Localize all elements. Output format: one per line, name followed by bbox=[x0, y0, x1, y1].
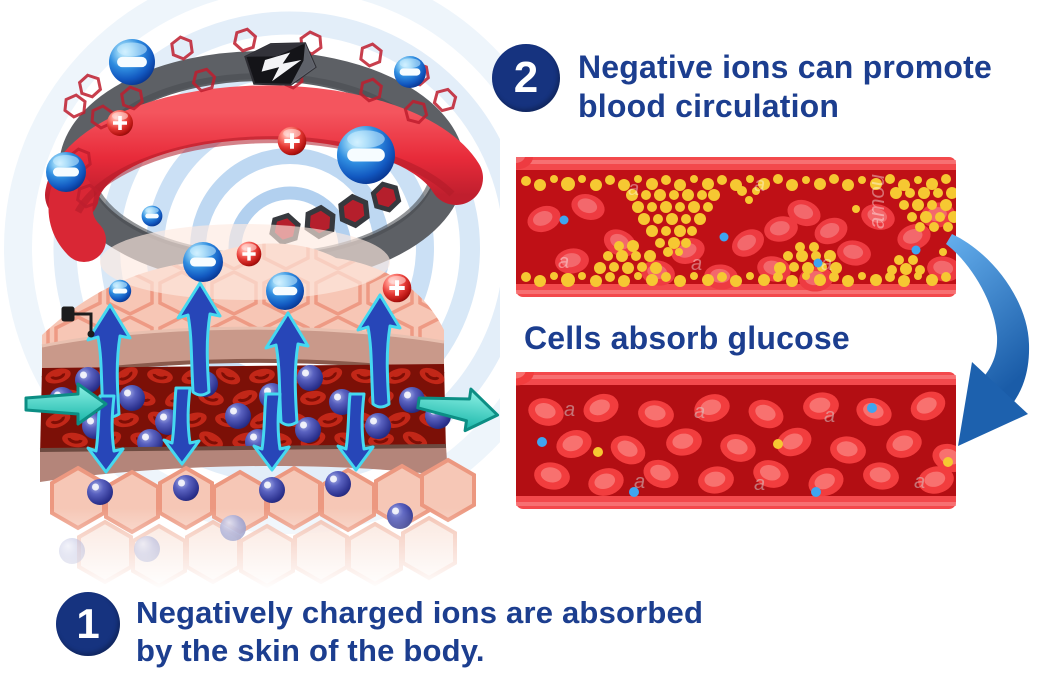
svg-text:a: a bbox=[914, 471, 925, 493]
ion-absorption-illustration bbox=[4, 0, 500, 590]
red-blood-cells bbox=[516, 157, 956, 293]
positive-ion-icon bbox=[107, 110, 133, 136]
blood-flow-out-arrow-icon bbox=[416, 387, 500, 433]
svg-text:a: a bbox=[691, 253, 702, 275]
bolt-charm-icon bbox=[244, 42, 317, 86]
step-1: 1 Negatively charged ions are absorbed b… bbox=[56, 592, 703, 670]
negative-ion-icon bbox=[394, 56, 426, 88]
red-band bbox=[45, 85, 483, 222]
vessel-caption: Cells absorb glucose bbox=[524, 320, 850, 356]
negative-ion-icon bbox=[109, 39, 155, 85]
watermark-letters: a a a a a amou bbox=[558, 174, 889, 275]
svg-text:a: a bbox=[628, 178, 639, 200]
svg-text:a: a bbox=[824, 405, 835, 427]
svg-text:a: a bbox=[754, 473, 765, 495]
glucose-particles bbox=[593, 439, 953, 467]
deep-skin-cells bbox=[30, 458, 476, 590]
watermark-letters: a a a a a a bbox=[564, 399, 925, 495]
step-1-badge: 1 bbox=[56, 592, 120, 656]
negative-ion-icon bbox=[108, 279, 132, 303]
step-2-number: 2 bbox=[513, 53, 539, 102]
negative-ion-icon bbox=[46, 152, 86, 192]
svg-text:a: a bbox=[754, 174, 765, 196]
negative-ion-icon bbox=[337, 126, 395, 184]
step-2: 2 Negative ions can promote blood circul… bbox=[492, 44, 992, 126]
svg-text:a: a bbox=[694, 401, 705, 423]
clogged-vessel-illustration: a a a a a amou bbox=[516, 157, 956, 297]
dermis-layer bbox=[42, 328, 444, 378]
blood-flow-in-arrow-icon bbox=[24, 382, 108, 426]
negative-ion-icon bbox=[266, 272, 304, 310]
negative-ion-icon bbox=[183, 242, 223, 282]
negative-ion-icon bbox=[141, 205, 163, 227]
svg-text:a: a bbox=[634, 471, 645, 493]
wristband bbox=[45, 25, 483, 285]
probe-mark bbox=[61, 306, 95, 338]
positive-ion-icon bbox=[236, 241, 262, 267]
step-2-text: Negative ions can promote blood circulat… bbox=[578, 49, 992, 124]
glucose-particles bbox=[521, 174, 956, 287]
svg-text:a: a bbox=[558, 251, 569, 273]
circulation-arrow-icon bbox=[946, 234, 1030, 446]
svg-text:a: a bbox=[821, 253, 832, 275]
step-1-text: Negatively charged ions are absorbed by … bbox=[136, 595, 704, 668]
step-2-badge: 2 bbox=[492, 44, 560, 112]
positive-ion-icon bbox=[382, 273, 412, 303]
step-1-number: 1 bbox=[76, 600, 100, 647]
healthy-vessel-illustration: a a a a a a bbox=[516, 372, 956, 509]
svg-text:a: a bbox=[564, 399, 575, 421]
positive-ion-icon bbox=[277, 126, 307, 156]
oxygen-dots bbox=[559, 215, 921, 268]
red-blood-cells bbox=[516, 372, 956, 501]
oxygen-dots bbox=[537, 403, 877, 497]
svg-text:amou: amou bbox=[864, 174, 889, 229]
